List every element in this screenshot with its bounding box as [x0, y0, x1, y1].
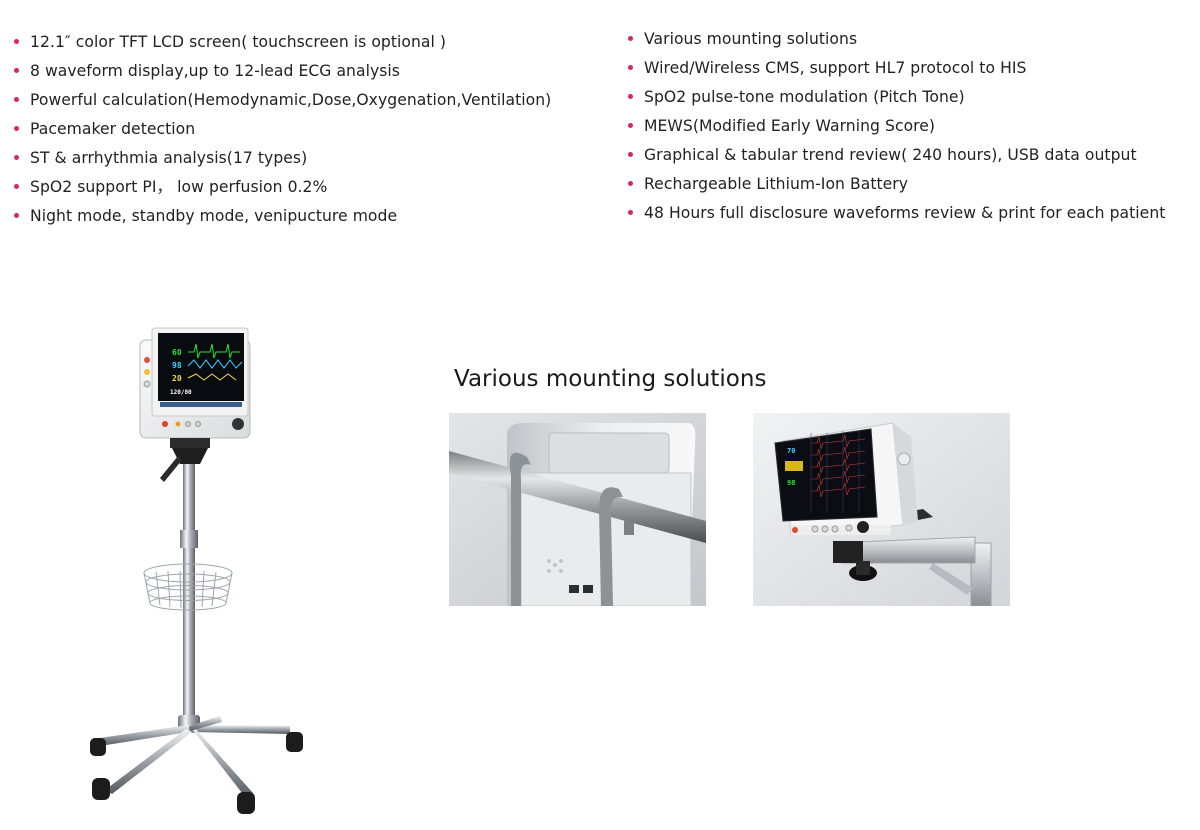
- bullet-icon: [14, 184, 19, 189]
- hr-reading: 60: [172, 348, 182, 357]
- wall-arm-mount-photo: 70 98: [753, 413, 1010, 606]
- nibp-reading: 120/80: [170, 389, 192, 396]
- resp-reading: 20: [172, 374, 182, 383]
- bullet-icon: [628, 123, 633, 128]
- feature-right-item-text: 48 Hours full disclosure waveforms revie…: [644, 204, 1166, 222]
- feature-right-item-text: Various mounting solutions: [644, 30, 858, 48]
- bullet-icon: [14, 213, 19, 218]
- stand-monitor-photo: 60 98 20 120/80: [60, 320, 390, 820]
- arm-spo2-reading: 98: [787, 479, 795, 487]
- feature-left-item-text: 8 waveform display,up to 12-lead ECG ana…: [30, 62, 400, 80]
- feature-left-item-text: Powerful calculation(Hemodynamic,Dose,Ox…: [30, 91, 552, 109]
- spo2-reading: 98: [172, 361, 182, 370]
- bullet-icon: [628, 152, 633, 157]
- arm-hr-reading: 70: [787, 447, 795, 455]
- bullet-icon: [14, 126, 19, 131]
- feature-right-item-text: SpO2 pulse-tone modulation (Pitch Tone): [644, 88, 965, 106]
- bullet-icon: [14, 97, 19, 102]
- bullet-icon: [628, 36, 633, 41]
- feature-left-item-text: 12.1″ color TFT LCD screen( touchscreen …: [30, 33, 447, 51]
- bullet-icon: [14, 155, 19, 160]
- bullet-icon: [628, 210, 633, 215]
- feature-left-item-text: SpO2 support PI， low perfusion 0.2%: [30, 178, 328, 196]
- bullet-icon: [14, 39, 19, 44]
- bullet-icon: [628, 65, 633, 70]
- mounting-title: Various mounting solutions: [454, 366, 767, 392]
- feature-right-item-text: Wired/Wireless CMS, support HL7 protocol…: [644, 59, 1027, 77]
- bullet-icon: [628, 94, 633, 99]
- bullet-icon: [14, 68, 19, 73]
- feature-right-item-text: MEWS(Modified Early Warning Score): [644, 117, 936, 135]
- feature-left-item-text: ST & arrhythmia analysis(17 types): [30, 149, 308, 167]
- feature-left-item-text: Night mode, standby mode, venipucture mo…: [30, 207, 398, 225]
- feature-right-item-text: Rechargeable Lithium-Ion Battery: [644, 175, 909, 193]
- rail-mount-photo: [449, 413, 706, 606]
- bullet-icon: [628, 181, 633, 186]
- feature-left-item-text: Pacemaker detection: [30, 120, 196, 138]
- feature-right-item-text: Graphical & tabular trend review( 240 ho…: [644, 146, 1137, 164]
